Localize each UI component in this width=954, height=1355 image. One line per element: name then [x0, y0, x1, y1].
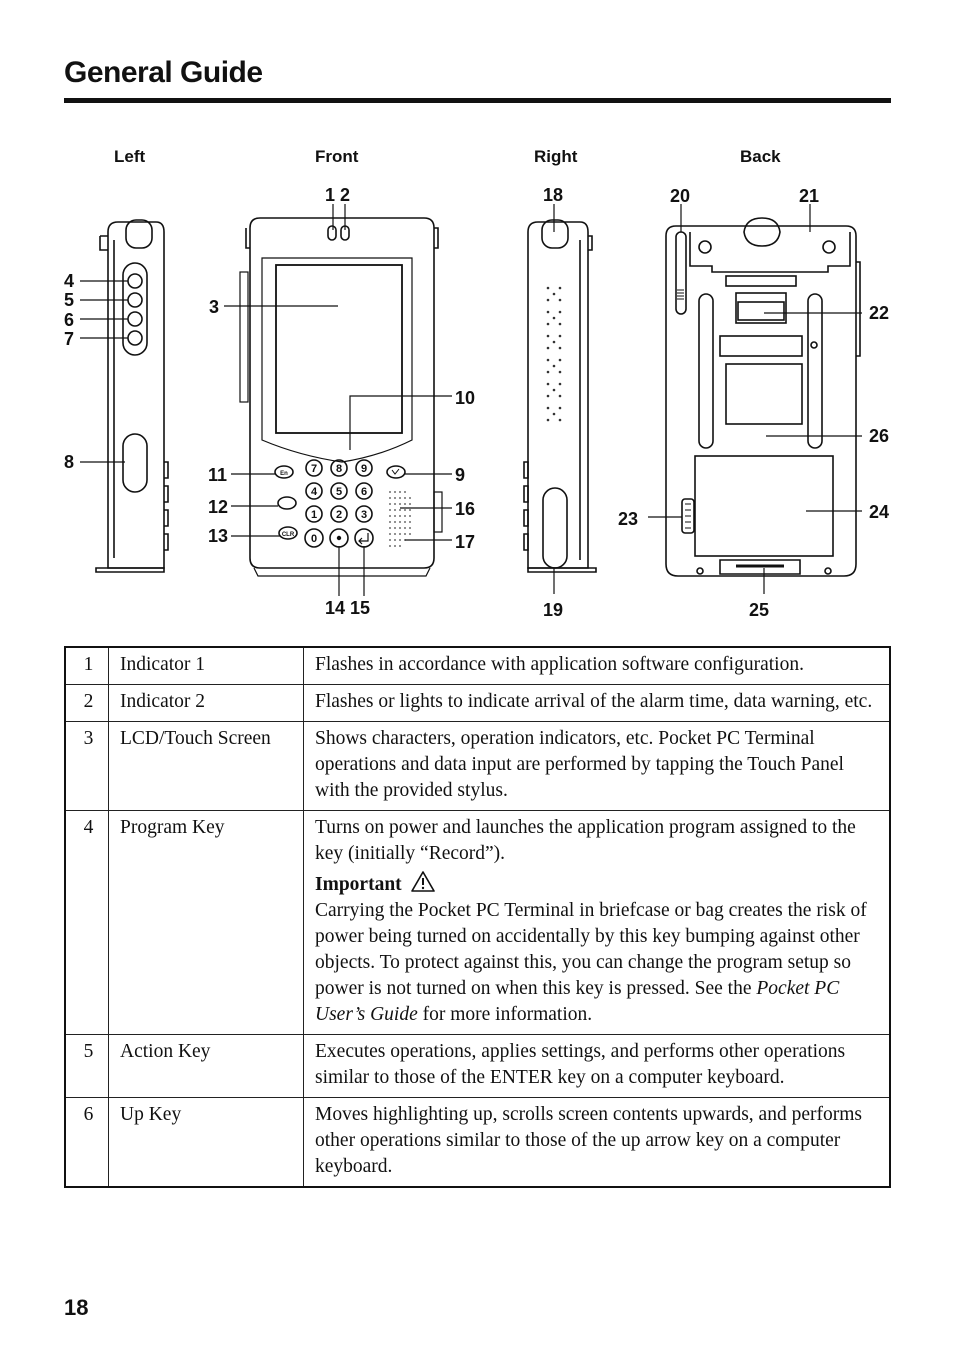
- table-row: 4 Program Key Turns on power and launche…: [64, 810, 891, 1035]
- guide-reference: Pocket PC User’s Guide: [315, 978, 840, 1025]
- callout-13: 13: [208, 526, 228, 546]
- key-clr: CLR: [282, 532, 295, 538]
- callout-1-2: 1 2: [325, 185, 350, 205]
- part-number: 5: [64, 1034, 109, 1098]
- part-description: Moves highlighting up, scrolls screen co…: [303, 1097, 891, 1188]
- part-name: Program Key: [108, 810, 304, 1035]
- key-9: 9: [361, 463, 367, 475]
- callout-6: 6: [64, 310, 74, 330]
- key-5: 5: [336, 486, 342, 498]
- part-description: Flashes in accordance with application s…: [303, 646, 891, 685]
- front-view-device: [239, 217, 443, 577]
- callout-25: 25: [749, 600, 769, 620]
- table-row: 3 LCD/Touch Screen Shows characters, ope…: [64, 721, 891, 811]
- part-description: Shows characters, operation indicators, …: [303, 721, 891, 811]
- right-view-device: [523, 219, 597, 573]
- view-label-front: Front: [315, 147, 359, 166]
- callout-9: 9: [455, 465, 465, 485]
- part-description-cell: Turns on power and launches the applicat…: [303, 810, 891, 1035]
- part-number: 1: [64, 646, 109, 685]
- key-2: 2: [336, 509, 342, 521]
- page-title: General Guide: [64, 56, 263, 89]
- device-diagram: Left Front Right Back: [64, 147, 889, 620]
- callout-24: 24: [869, 502, 889, 522]
- part-number: 2: [64, 684, 109, 722]
- part-number: 4: [64, 810, 109, 1035]
- callout-10: 10: [455, 388, 475, 408]
- part-description: Turns on power and launches the applicat…: [315, 817, 856, 864]
- leader-lines: [80, 204, 862, 596]
- callout-12: 12: [208, 497, 228, 517]
- callout-21: 21: [799, 186, 819, 206]
- view-label-back: Back: [740, 147, 781, 166]
- warning-icon: [410, 871, 435, 892]
- part-description: Executes operations, applies settings, a…: [303, 1034, 891, 1098]
- callout-17: 17: [455, 532, 475, 552]
- callout-14-15: 14 15: [325, 598, 370, 618]
- callout-3: 3: [209, 297, 219, 317]
- key-1: 1: [311, 509, 317, 521]
- view-label-left: Left: [114, 147, 146, 166]
- callout-5: 5: [64, 290, 74, 310]
- part-description: Flashes or lights to indicate arrival of…: [303, 684, 891, 722]
- parts-table: 1 Indicator 1 Flashes in accordance with…: [64, 646, 891, 1188]
- table-row: 5 Action Key Executes operations, applie…: [64, 1034, 891, 1098]
- callout-8: 8: [64, 452, 74, 472]
- part-number: 6: [64, 1097, 109, 1188]
- callout-19: 19: [543, 600, 563, 620]
- callout-7: 7: [64, 329, 74, 349]
- callout-22: 22: [869, 303, 889, 323]
- key-7: 7: [311, 463, 317, 475]
- title-rule: [64, 98, 891, 103]
- key-8: 8: [336, 463, 342, 475]
- important-text: Carrying the Pocket PC Terminal in brief…: [315, 900, 867, 999]
- important-label: Important: [315, 874, 402, 895]
- callout-26: 26: [869, 426, 889, 446]
- important-heading: Important: [315, 871, 881, 898]
- table-row: 2 Indicator 2 Flashes or lights to indic…: [64, 684, 891, 722]
- view-label-right: Right: [534, 147, 578, 166]
- left-view-device: [95, 219, 169, 573]
- back-view-device: [665, 217, 861, 577]
- key-en: En: [280, 471, 288, 477]
- key-4: 4: [311, 486, 318, 498]
- callout-23: 23: [618, 509, 638, 529]
- part-name: Up Key: [108, 1097, 304, 1188]
- page-number: 18: [64, 1295, 89, 1320]
- part-name: Indicator 2: [108, 684, 304, 722]
- part-name: Indicator 1: [108, 646, 304, 685]
- callout-4: 4: [64, 271, 74, 291]
- callout-20: 20: [670, 186, 690, 206]
- part-number: 3: [64, 721, 109, 811]
- key-6: 6: [361, 486, 367, 498]
- key-3: 3: [361, 509, 367, 521]
- important-note: Carrying the Pocket PC Terminal in brief…: [315, 898, 881, 1028]
- table-row: 1 Indicator 1 Flashes in accordance with…: [64, 646, 891, 685]
- part-name: LCD/Touch Screen: [108, 721, 304, 811]
- callout-11: 11: [208, 465, 227, 485]
- callout-16: 16: [455, 499, 475, 519]
- table-row: 6 Up Key Moves highlighting up, scrolls …: [64, 1097, 891, 1188]
- callout-18: 18: [543, 185, 563, 205]
- key-0: 0: [311, 533, 317, 545]
- part-name: Action Key: [108, 1034, 304, 1098]
- important-text-end: for more information.: [417, 1004, 593, 1025]
